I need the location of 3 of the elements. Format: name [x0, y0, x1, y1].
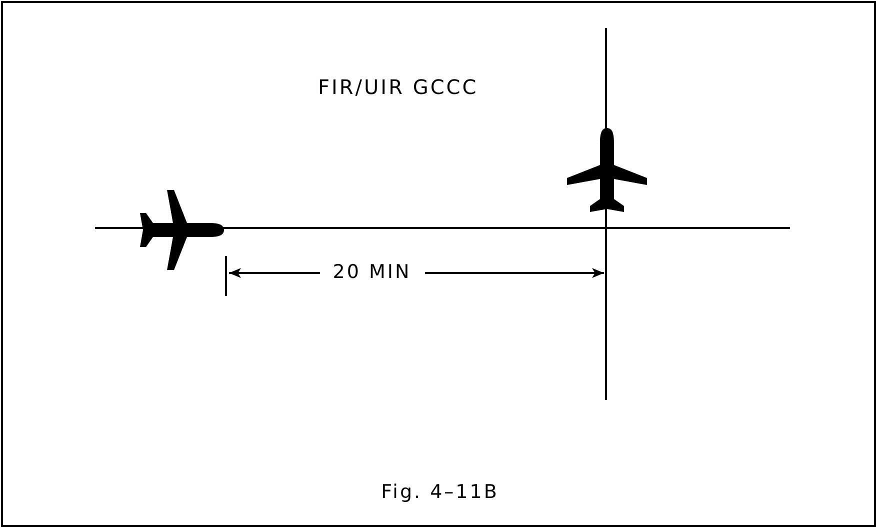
dimension-label: 20 MIN: [332, 261, 412, 283]
region-label: FIR/UIR GCCC: [318, 75, 478, 99]
figure-caption: Fig. 4–11B: [381, 481, 499, 503]
